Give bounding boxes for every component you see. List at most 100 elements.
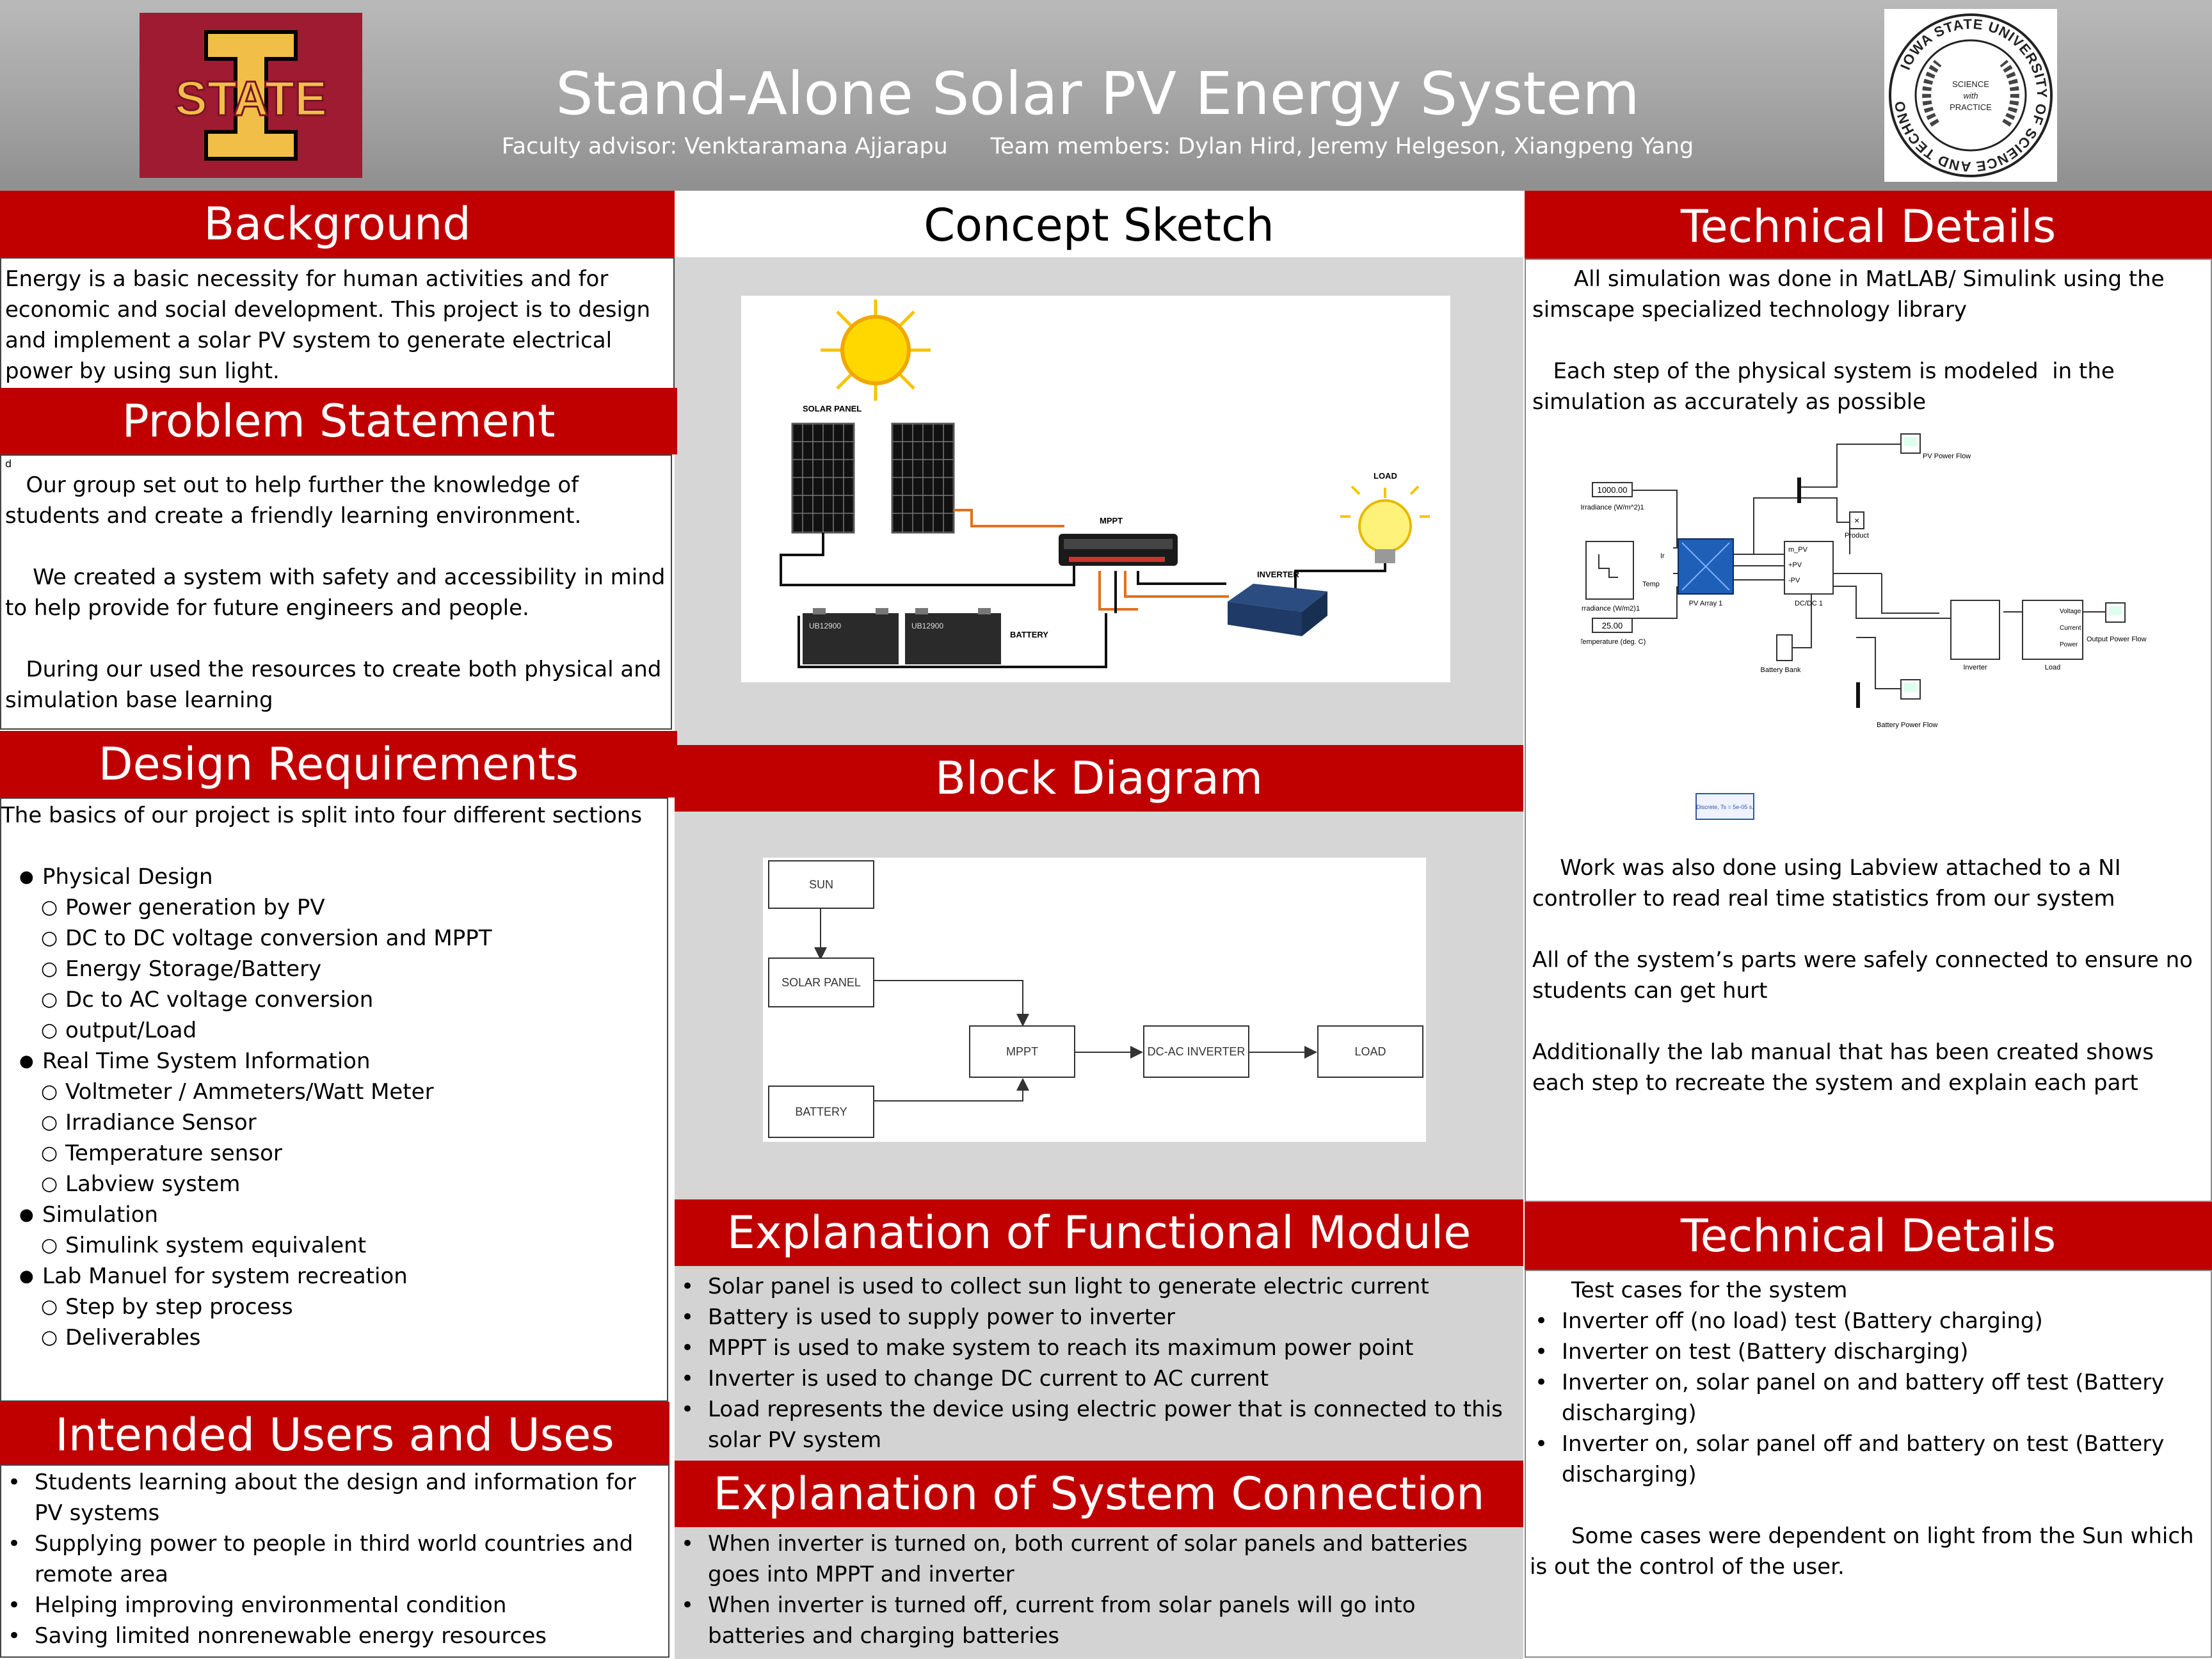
background-text: Energy is a basic necessity for human ac…: [5, 266, 651, 384]
list-item: Inverter on, solar panel on and battery …: [1530, 1367, 2204, 1429]
block-node-load: LOAD: [1317, 1025, 1423, 1078]
functional-heading: Explanation of Functional Module: [675, 1199, 1523, 1266]
problem-paragraph: We created a system with safety and acce…: [5, 565, 673, 621]
list-item: Battery is used to supply power to inver…: [676, 1302, 1519, 1333]
design-group-simulation: Simulation: [1, 1199, 667, 1230]
tech2-outro: Some cases were dependent on light from …: [1530, 1523, 2201, 1580]
design-intro: The basics of our project is split into …: [1, 803, 643, 828]
block-node-battery: BATTERY: [768, 1086, 874, 1138]
design-group-realtime: Real Time System Information: [1, 1046, 667, 1077]
svg-text:SCIENCE: SCIENCE: [1952, 79, 1989, 89]
list-item: output/Load: [1, 1015, 667, 1046]
concept-label-inverter: INVERTER: [1257, 570, 1299, 579]
sim-temperature-value: 25.00: [1602, 621, 1623, 630]
background-body: Energy is a basic necessity for human ac…: [0, 257, 675, 389]
block-diagram-figure: SUN SOLAR PANEL BATTERY MPPT DC-AC INVER…: [763, 858, 1426, 1142]
block-diagram-heading: Block Diagram: [675, 745, 1523, 812]
list-item: Simulink system equivalent: [1, 1230, 667, 1261]
users-body: Students learning about the design and i…: [0, 1464, 669, 1658]
list-item: MPPT is used to make system to reach its…: [676, 1333, 1519, 1363]
sim-irradiance-label: Irradiance (W/m^2)1: [1581, 504, 1644, 511]
design-list: Physical Design Power generation by PV D…: [1, 862, 667, 1353]
functional-body: Solar panel is used to collect sun light…: [675, 1266, 1523, 1459]
iowa-state-seal: IOWA STATE UNIVERSITY OF SCIENCE AND TEC…: [1879, 0, 2057, 182]
concept-label-mppt: MPPT: [1100, 516, 1123, 525]
sim-irradiance-value: 1000.00: [1598, 485, 1628, 495]
sim-load: Load: [2045, 664, 2060, 671]
poster-header: [0, 0, 2212, 191]
sim-ir-port: Ir: [1660, 552, 1665, 560]
tech-paragraph: Work was also done using Labview attache…: [1532, 855, 2128, 911]
tech-details-body: All simulation was done in MatLAB/ Simul…: [1525, 259, 2212, 1202]
connection-list: When inverter is turned on, both current…: [676, 1528, 1519, 1651]
tech-paragraph: All of the system’s parts were safely co…: [1532, 947, 2193, 1004]
users-heading: Intended Users and Uses: [0, 1402, 669, 1464]
sim-temp-port: Temp: [1642, 581, 1660, 588]
sim-discrete-block: Discrete, Ts = 5e-05 s.: [1696, 804, 1754, 810]
list-item: When inverter is turned on, both current…: [676, 1528, 1519, 1590]
list-item: Saving limited nonrenewable energy resou…: [3, 1621, 664, 1651]
sim-pv-power-flow: PV Power Flow: [1923, 453, 1971, 460]
sim-inverter: Inverter: [1963, 664, 1987, 671]
design-group-physical: Physical Design: [1, 862, 667, 892]
svg-text:×: ×: [1854, 515, 1859, 525]
list-item: Power generation by PV: [1, 892, 667, 923]
list-item: Load represents the device using electri…: [676, 1394, 1519, 1455]
tech-details-2-heading: Technical Details: [1525, 1202, 2212, 1270]
sim-port-pv: +PV: [1788, 561, 1802, 569]
list-item: Step by step process: [1, 1292, 667, 1322]
design-body: The basics of our project is split into …: [0, 797, 668, 1402]
sim-dcdc: DC/DC 1: [1795, 600, 1823, 607]
tech-paragraph: Additionally the lab manual that has bee…: [1532, 1039, 2154, 1096]
list-item: Dc to AC voltage conversion: [1, 984, 667, 1015]
list-item: DC to DC voltage conversion and MPPT: [1, 923, 667, 954]
list-item: Students learning about the design and i…: [3, 1467, 664, 1528]
sim-battery-bank: Battery Bank: [1761, 666, 1801, 674]
problem-heading: Problem Statement: [0, 388, 677, 454]
mppt-device-icon: [1059, 534, 1178, 566]
tech2-intro: Test cases for the system: [1530, 1278, 1848, 1303]
battery-icon: [803, 608, 1001, 664]
functional-list: Solar panel is used to collect sun light…: [676, 1271, 1519, 1455]
simulink-model-figure: 1000.00 Irradiance (W/m^2)1 Irradiance (…: [1581, 426, 2157, 836]
list-item: Supplying power to people in third world…: [3, 1528, 664, 1590]
battery-model-label: UB12900: [809, 621, 841, 630]
block-node-inverter: DC-AC INVERTER: [1143, 1025, 1249, 1078]
list-item: Inverter is used to change DC current to…: [676, 1363, 1519, 1394]
sun-icon: [821, 300, 931, 401]
list-item: Irradiance Sensor: [1, 1107, 667, 1138]
tech-paragraph: All simulation was done in MatLAB/ Simul…: [1532, 266, 2172, 323]
list-item: Inverter off (no load) test (Battery cha…: [1530, 1306, 2204, 1336]
concept-heading: Concept Sketch: [675, 191, 1523, 257]
block-node-sun: SUN: [768, 860, 874, 909]
sim-port-m: m_PV: [1788, 546, 1808, 554]
list-item: Labview system: [1, 1169, 667, 1199]
block-node-solar-panel: SOLAR PANEL: [768, 958, 874, 1007]
battery-model-label: UB12900: [911, 621, 943, 630]
tech-paragraph: Each step of the physical system is mode…: [1532, 358, 2122, 415]
problem-paragraph: During our used the resources to create …: [5, 657, 669, 713]
svg-text:PRACTICE: PRACTICE: [1950, 102, 1992, 112]
connection-heading: Explanation of System Connection: [675, 1461, 1523, 1527]
sim-irradiance2-label: Irradiance (W/m2)1: [1581, 605, 1640, 613]
problem-body: d Our group set out to help further the …: [0, 454, 672, 730]
tech2-list: Inverter off (no load) test (Battery cha…: [1530, 1306, 2204, 1490]
sim-output-power-flow: Output Power Flow: [2087, 636, 2147, 643]
list-item: Inverter on, solar panel off and battery…: [1530, 1429, 2204, 1490]
list-item: When inverter is turned off, current fro…: [676, 1590, 1519, 1651]
design-heading: Design Requirements: [0, 731, 677, 797]
list-item: Temperature sensor: [1, 1138, 667, 1169]
sim-port-current: Current: [2060, 625, 2081, 632]
sim-port-npv: -PV: [1788, 577, 1800, 584]
problem-paragraph: Our group set out to help further the kn…: [5, 472, 586, 529]
concept-label-load: LOAD: [1374, 471, 1397, 481]
block-node-mppt: MPPT: [969, 1025, 1075, 1078]
design-group-lab-manual: Lab Manuel for system recreation: [1, 1261, 667, 1292]
iowa-state-logo: STATE: [140, 13, 362, 178]
list-item: Voltmeter / Ammeters/Watt Meter: [1, 1077, 667, 1107]
sim-temperature-label: Temperature (deg. C): [1581, 638, 1646, 646]
list-item: Solar panel is used to collect sun light…: [676, 1271, 1519, 1302]
users-list: Students learning about the design and i…: [3, 1467, 664, 1651]
problem-marker: d: [5, 458, 12, 470]
concept-sketch-figure: SOLAR PANEL MPPT LOAD: [741, 296, 1450, 682]
